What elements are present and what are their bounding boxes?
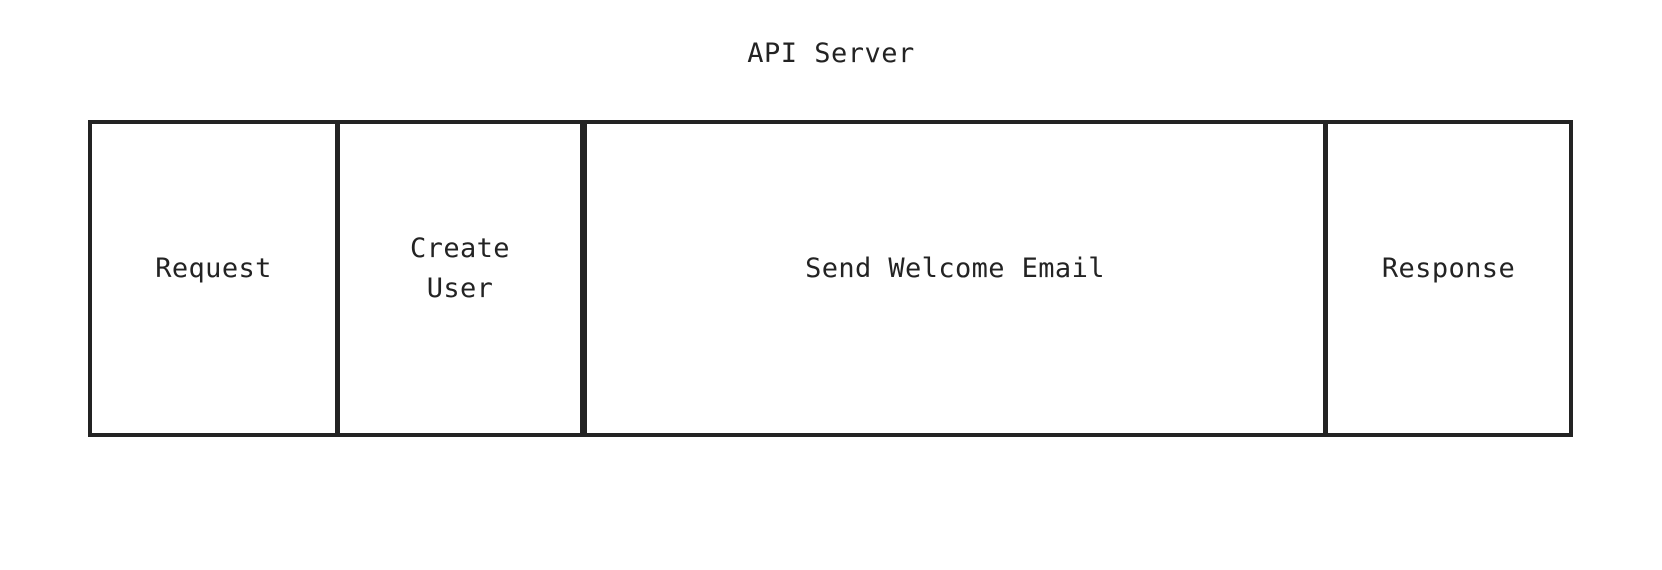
segment-label-send-welcome-email: Send Welcome Email — [805, 252, 1105, 284]
segment-response[interactable]: Response — [1328, 124, 1569, 433]
segment-label-response: Response — [1381, 252, 1516, 284]
segment-request[interactable]: Request — [92, 124, 335, 433]
segment-label-create-user: Create User — [410, 232, 510, 304]
segment-divider-3 — [1323, 124, 1328, 433]
timeline-bar: Request Create User Send Welcome Email R… — [88, 120, 1573, 437]
segment-divider-2 — [580, 124, 587, 433]
segment-create-user[interactable]: Create User — [340, 124, 580, 433]
segment-divider-1 — [335, 124, 340, 433]
diagram-title: API Server — [747, 38, 915, 69]
segment-send-welcome-email[interactable]: Send Welcome Email — [587, 124, 1323, 433]
segment-label-request: Request — [155, 252, 272, 284]
